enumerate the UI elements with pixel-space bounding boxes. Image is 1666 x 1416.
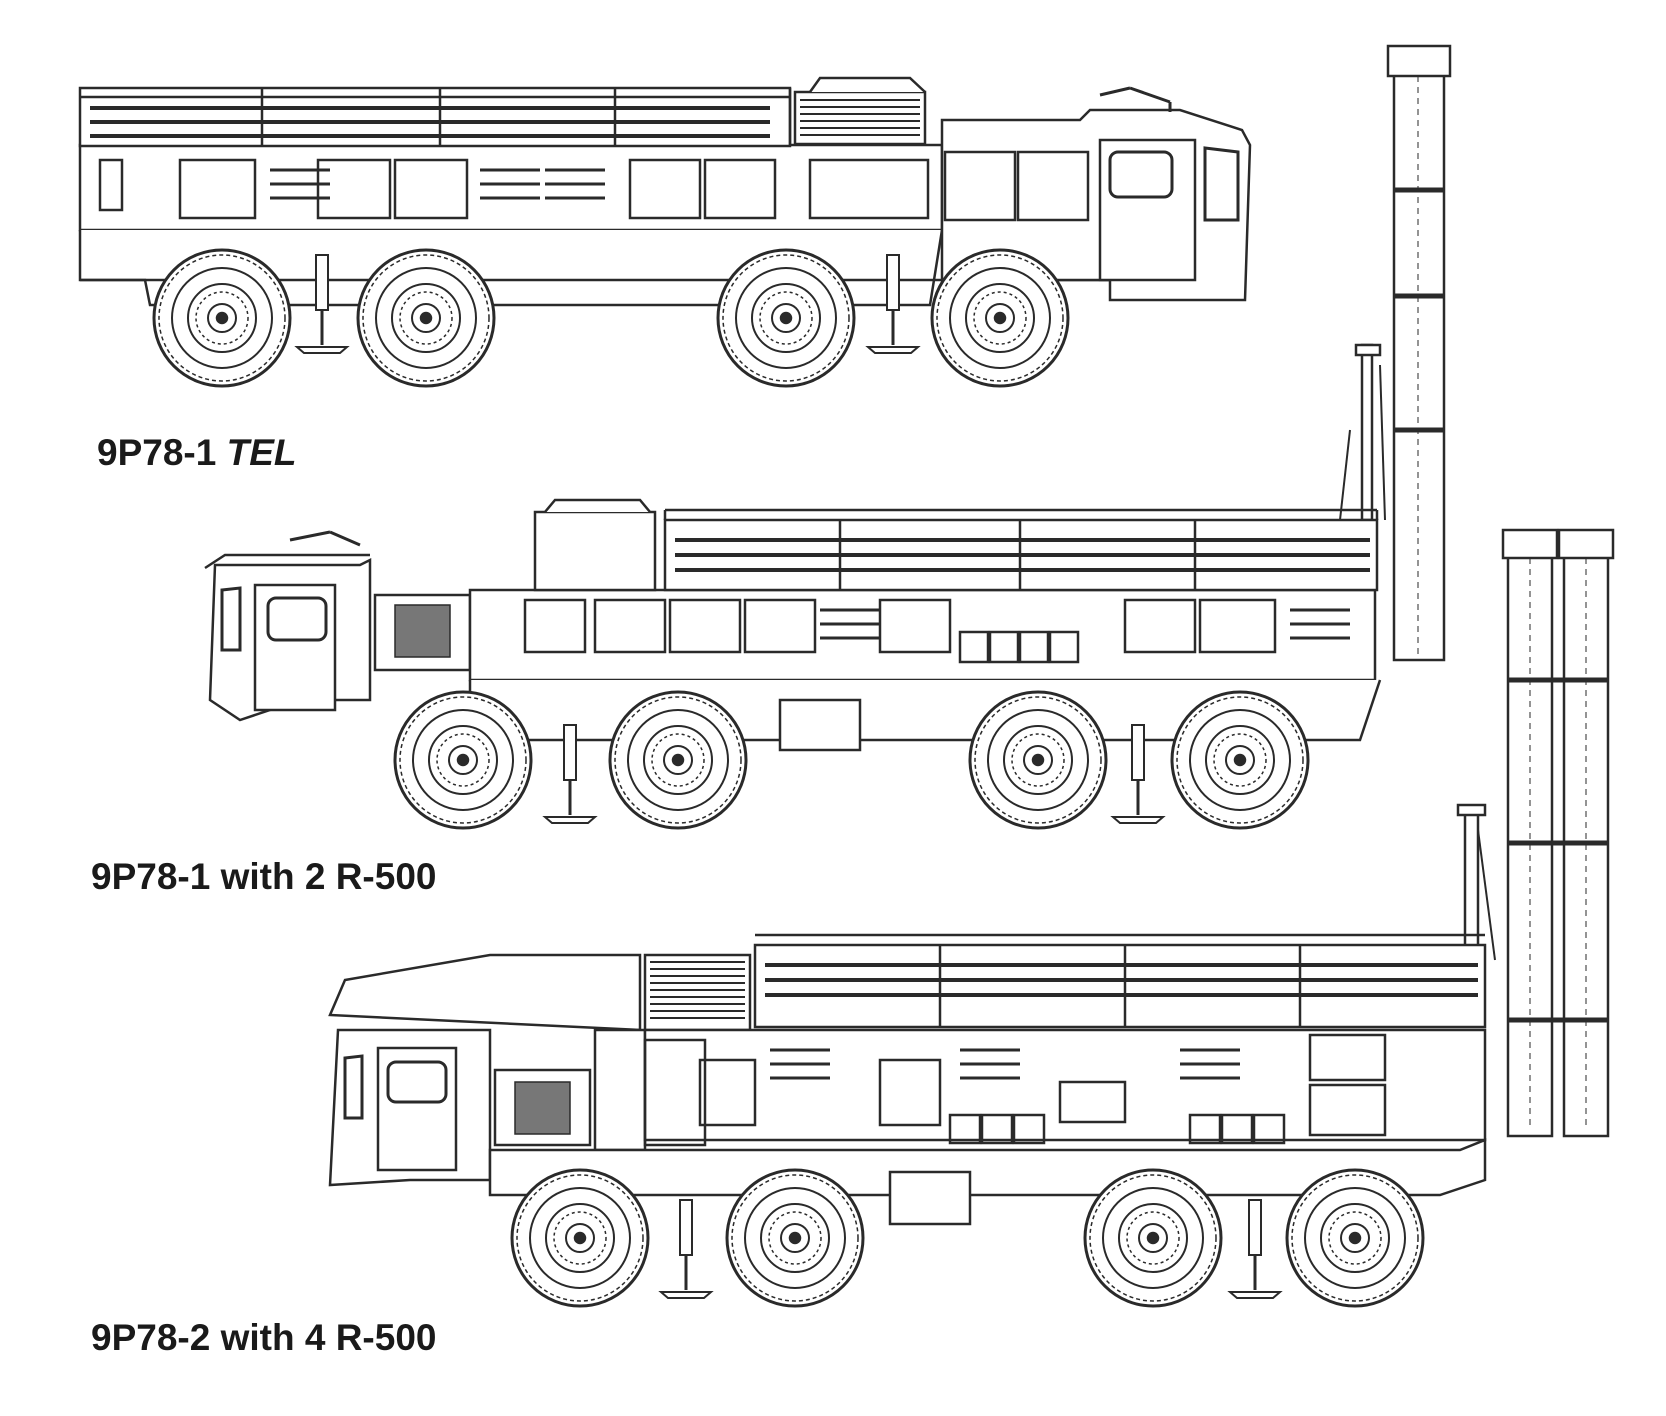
caption-vehicle-3-designation: 9P78-2 with 4 R-500 bbox=[91, 1317, 437, 1358]
caption-vehicle-3: 9P78-2 with 4 R-500 bbox=[91, 1317, 436, 1359]
caption-vehicle-1-designation: 9P78-1 bbox=[97, 432, 217, 473]
vehicle-3-9p78-2-4-r500 bbox=[328, 933, 1487, 1308]
caption-vehicle-2-designation: 9P78-1 with 2 R-500 bbox=[91, 856, 437, 897]
twin-raised-missile-tubes bbox=[1456, 528, 1615, 1138]
caption-vehicle-1-suffix: TEL bbox=[226, 432, 297, 473]
vehicle-1-9p78-1-tel bbox=[78, 76, 1252, 388]
caption-vehicle-1: 9P78-1 TEL bbox=[97, 432, 296, 474]
vehicle-2-9p78-1-2-r500 bbox=[204, 498, 1382, 830]
raised-missile-tube bbox=[1339, 44, 1452, 662]
cargo-ribs bbox=[90, 88, 792, 146]
caption-vehicle-2: 9P78-1 with 2 R-500 bbox=[91, 856, 436, 898]
